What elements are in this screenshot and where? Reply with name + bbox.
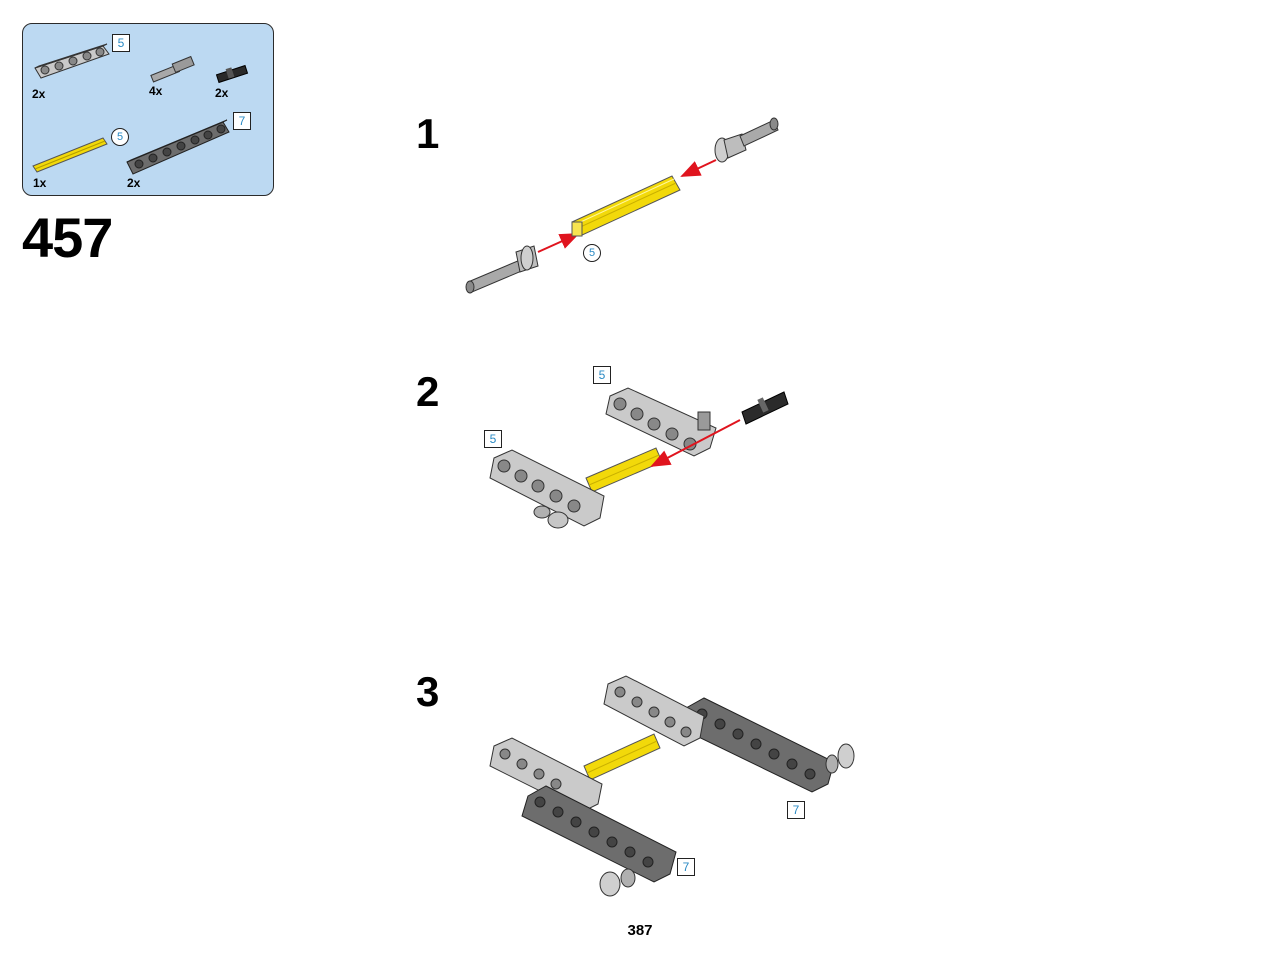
substep-2-connector	[741, 391, 789, 425]
beam-5-part	[34, 43, 110, 79]
substep-2-number: 2	[416, 368, 440, 415]
substep-3-front-dark-beam	[521, 785, 677, 897]
substep-1-arrow-left	[537, 233, 580, 253]
substep-3-back-beam-callout: 7	[787, 801, 805, 819]
beam-5-quantity: 2x	[32, 87, 46, 101]
substep-3-axle	[583, 733, 661, 781]
substep-1-left-pin	[465, 245, 539, 294]
step-number: 457	[22, 206, 113, 269]
substep-1-arrow-right	[680, 159, 717, 177]
axle-5-part	[32, 137, 108, 173]
pin-part	[150, 55, 195, 83]
substep-2-front-beam	[489, 449, 605, 529]
substep-2-back-beam-callout: 5	[593, 366, 611, 384]
connector-part	[215, 64, 249, 84]
substep-3-number: 3	[416, 668, 440, 715]
beam-5-length-callout: 5	[112, 34, 130, 52]
parts-illustrations	[32, 43, 249, 175]
pin-quantity: 4x	[149, 84, 163, 98]
substep-1-right-pin	[714, 117, 779, 163]
substep-3-back-light-beam	[603, 675, 705, 747]
substep-1-axle-length-callout: 5	[583, 244, 601, 262]
parts-panel: 5 2x 4x 2x 5 1x 7 2x	[22, 23, 274, 196]
beam-7-length-callout: 7	[233, 112, 251, 130]
substep-3-front-beam-callout: 7	[677, 858, 695, 876]
substep-1-axle	[571, 175, 681, 237]
substep-2-arrow	[650, 419, 741, 467]
substep-1-number: 1	[416, 110, 440, 157]
substep-3-diagram	[489, 675, 855, 897]
axle-5-quantity: 1x	[33, 176, 47, 190]
connector-quantity: 2x	[215, 86, 229, 100]
beam-7-part	[126, 119, 230, 175]
substep-3-back-dark-beam	[679, 697, 855, 793]
beam-7-quantity: 2x	[127, 176, 141, 190]
substep-2-axle	[585, 447, 663, 493]
substep-2-front-beam-callout: 5	[484, 430, 502, 448]
substep-3-front-light-beam	[489, 737, 603, 813]
axle-5-length-callout: 5	[111, 128, 129, 146]
substep-2-back-beam	[605, 387, 717, 457]
page-number: 387	[627, 922, 653, 939]
substep-1-diagram	[465, 117, 779, 294]
substep-2-diagram	[489, 387, 789, 529]
